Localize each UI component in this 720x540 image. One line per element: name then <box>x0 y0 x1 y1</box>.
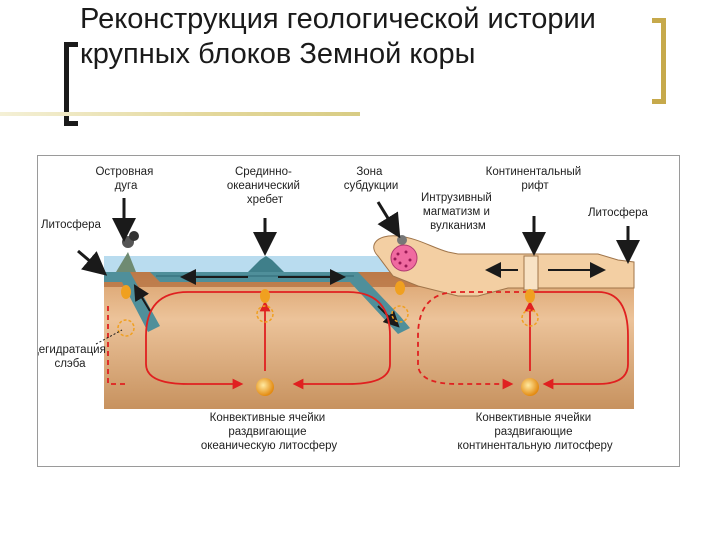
plate-tectonics-diagram: Островная дуга Срединно- океанический хр… <box>31 166 649 452</box>
label-oceanic-convection-cells: Конвективные ячейки раздвигающие океанич… <box>201 412 338 452</box>
diagram-frame: Островная дуга Срединно- океанический хр… <box>31 155 680 467</box>
melt-zones <box>117 305 539 337</box>
label-continental-rift: Континентальный рифт <box>486 166 585 192</box>
ocean-upwelling-source <box>256 378 274 396</box>
continental-rift-gap <box>523 255 539 291</box>
label-lithosphere-left: Литосфера <box>41 219 102 231</box>
label-lithosphere-right: Литосфера <box>588 207 649 219</box>
label-subduction-zone: Зона субдукции <box>344 166 399 192</box>
oceanic-plate <box>150 272 410 334</box>
left-slab <box>104 272 160 332</box>
label-mid-ocean-ridge: Срединно- океанический хребет <box>227 166 303 206</box>
slide-title: Реконструкция геологической истории круп… <box>80 3 596 70</box>
intrusive-magma-body <box>390 244 418 272</box>
convection-cells <box>107 291 629 390</box>
continent-upwelling-source <box>521 378 539 396</box>
left-bracket-decoration <box>64 42 78 126</box>
island-arc-volcano <box>116 252 136 272</box>
label-intrusive-magmatism: Интрузивный магматизм и вулканизм <box>421 192 495 232</box>
label-slab-dehydration: Дегидратация слэба <box>38 344 109 370</box>
label-island-arc: Островная дуга <box>95 166 156 192</box>
right-bracket-decoration <box>652 18 666 104</box>
title-underline <box>0 112 360 116</box>
label-continental-convection-cells: Конвективные ячейки раздвигающие контине… <box>457 412 612 452</box>
ridge-crest <box>248 256 284 272</box>
continental-volcano-smoke <box>397 235 407 245</box>
pointer-arrows <box>77 198 640 276</box>
